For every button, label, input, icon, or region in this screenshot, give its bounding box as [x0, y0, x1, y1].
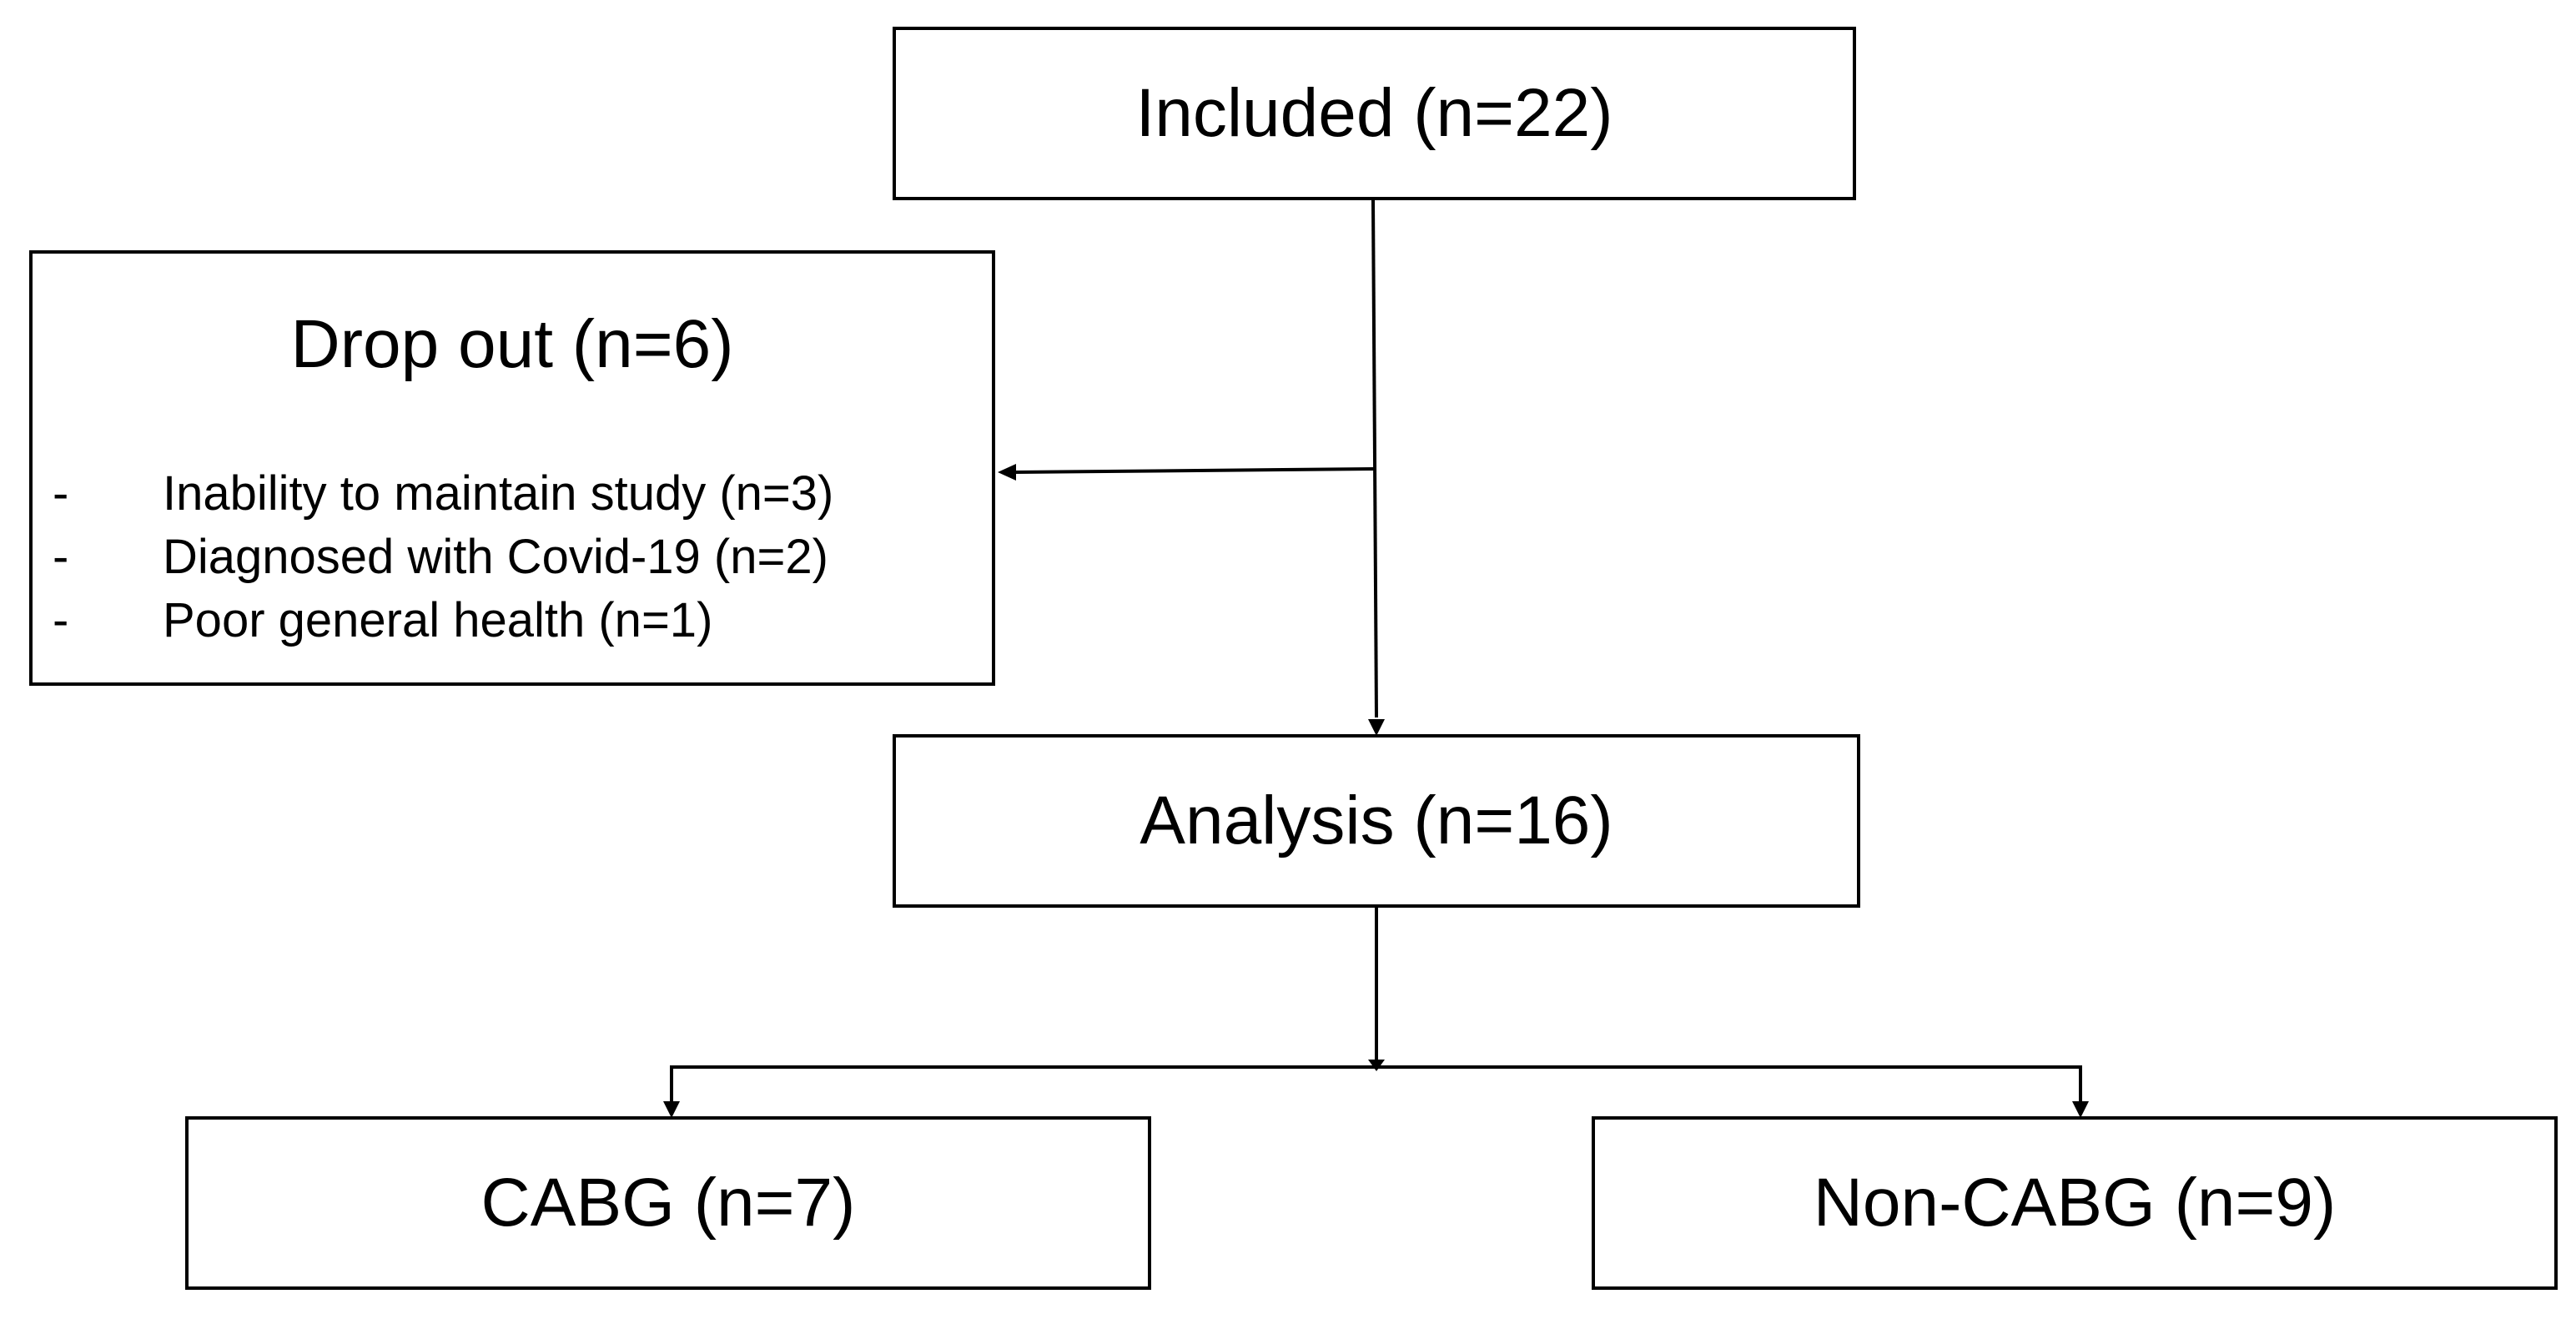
arrowhead-dropout	[998, 464, 1016, 481]
reason-bullet: -	[53, 593, 69, 647]
arrow-included-to-analysis	[1371, 199, 1378, 718]
dropout-reason-item: - Diagnosed with Covid-19 (n=2)	[53, 526, 833, 589]
noncabg-label: Non-CABG (n=9)	[1813, 1165, 2337, 1241]
analysis-box: Analysis (n=16)	[893, 734, 1860, 908]
dropout-reason-item: - Inability to maintain study (n=3)	[53, 462, 833, 526]
included-box: Included (n=22)	[893, 27, 1856, 200]
dropout-reasons-list: - Inability to maintain study (n=3) - Di…	[53, 462, 833, 652]
dropout-title: Drop out (n=6)	[290, 306, 734, 382]
reason-text: Poor general health (n=1)	[163, 593, 713, 647]
reason-bullet: -	[53, 466, 69, 521]
included-label: Included (n=22)	[1135, 75, 1613, 151]
arrowhead-cabg	[663, 1101, 680, 1118]
noncabg-box: Non-CABG (n=9)	[1592, 1116, 2558, 1290]
arrow-to-dropout	[1015, 467, 1376, 474]
analysis-label: Analysis (n=16)	[1140, 783, 1613, 858]
arrowhead-noncabg	[2072, 1101, 2089, 1118]
reason-text: Diagnosed with Covid-19 (n=2)	[163, 530, 828, 584]
reason-bullet: -	[53, 530, 69, 584]
cabg-label: CABG (n=7)	[480, 1165, 856, 1241]
cabg-box: CABG (n=7)	[185, 1116, 1151, 1290]
reason-text: Inability to maintain study (n=3)	[163, 466, 834, 521]
arrowhead-analysis	[1368, 719, 1385, 736]
dropout-box: Drop out (n=6) - Inability to maintain s…	[29, 250, 995, 686]
dropout-reason-item: - Poor general health (n=1)	[53, 589, 833, 652]
